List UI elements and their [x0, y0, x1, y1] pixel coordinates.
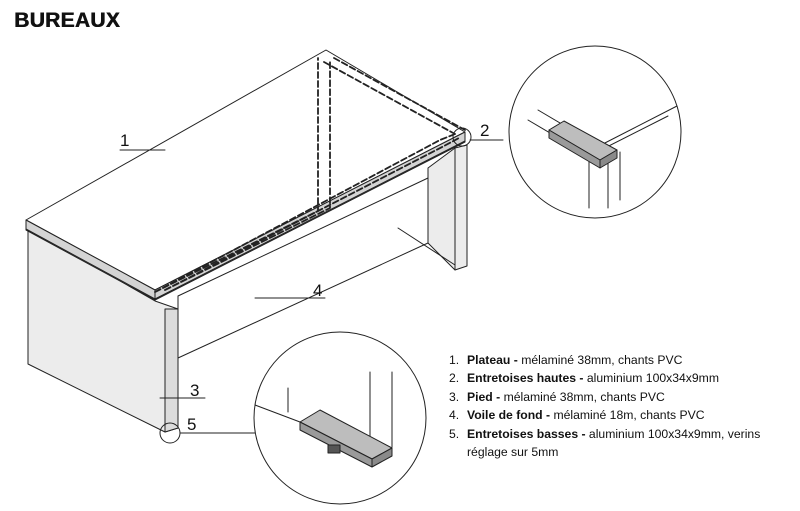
callout-5: 5 [187, 415, 196, 434]
detail-circle-upper [452, 127, 472, 147]
legend-description: mélaminé 38mm, chants PVC [517, 353, 683, 367]
legend-item-lower-braces: 5. Entretoises basses - aluminium 100x34x… [449, 425, 794, 462]
callout-leaders [119, 139, 504, 434]
legend-item-plateau: 1. Plateau - mélaminé 38mm, chants PVC [449, 351, 794, 369]
legend-term: Pied - [467, 389, 501, 404]
legend-number: 4. [449, 408, 460, 423]
legend-description: mélaminé 38mm, chants PVC [500, 389, 665, 404]
legend-description: aluminium 100x34x9mm [583, 371, 719, 386]
legend-number: 1. [449, 353, 460, 367]
legend-description: mélaminé 18m, chants PVC [550, 408, 705, 423]
detail-circle-lower [159, 422, 181, 444]
legend-number: 2. [449, 371, 460, 386]
desk-top [25, 49, 466, 301]
legend-term: Voile de fond - [467, 408, 551, 423]
legend-item-modesty-panel: 4. Voile de fond - mélaminé 18m, chants P… [449, 406, 794, 424]
legend-term: Entretoises hautes - [467, 371, 584, 386]
legend-term: Plateau - [467, 353, 518, 367]
callout-1: 1 [120, 131, 129, 150]
legend-number: 3. [449, 389, 460, 404]
parts-legend: 1. Plateau - mélaminé 38mm, chants PVC 2.… [449, 351, 794, 461]
callout-4: 4 [313, 281, 322, 300]
detail-upper-brace [508, 45, 682, 219]
legend-item-leg: 3. Pied - mélaminé 38mm, chants PVC [449, 388, 794, 406]
callout-3: 3 [190, 381, 199, 400]
callout-2: 2 [480, 121, 489, 140]
legend-description: aluminium 100x34x9mm, verins réglage sur… [467, 426, 761, 460]
legend-item-upper-braces: 2. Entretoises hautes - aluminium 100x34x… [449, 369, 794, 387]
detail-lower-brace [253, 331, 427, 505]
legend-number: 5. [449, 426, 460, 441]
left-leg [27, 227, 179, 433]
page-title: BUREAUX [14, 9, 120, 32]
legend-term: Entretoises basses - [467, 426, 586, 441]
